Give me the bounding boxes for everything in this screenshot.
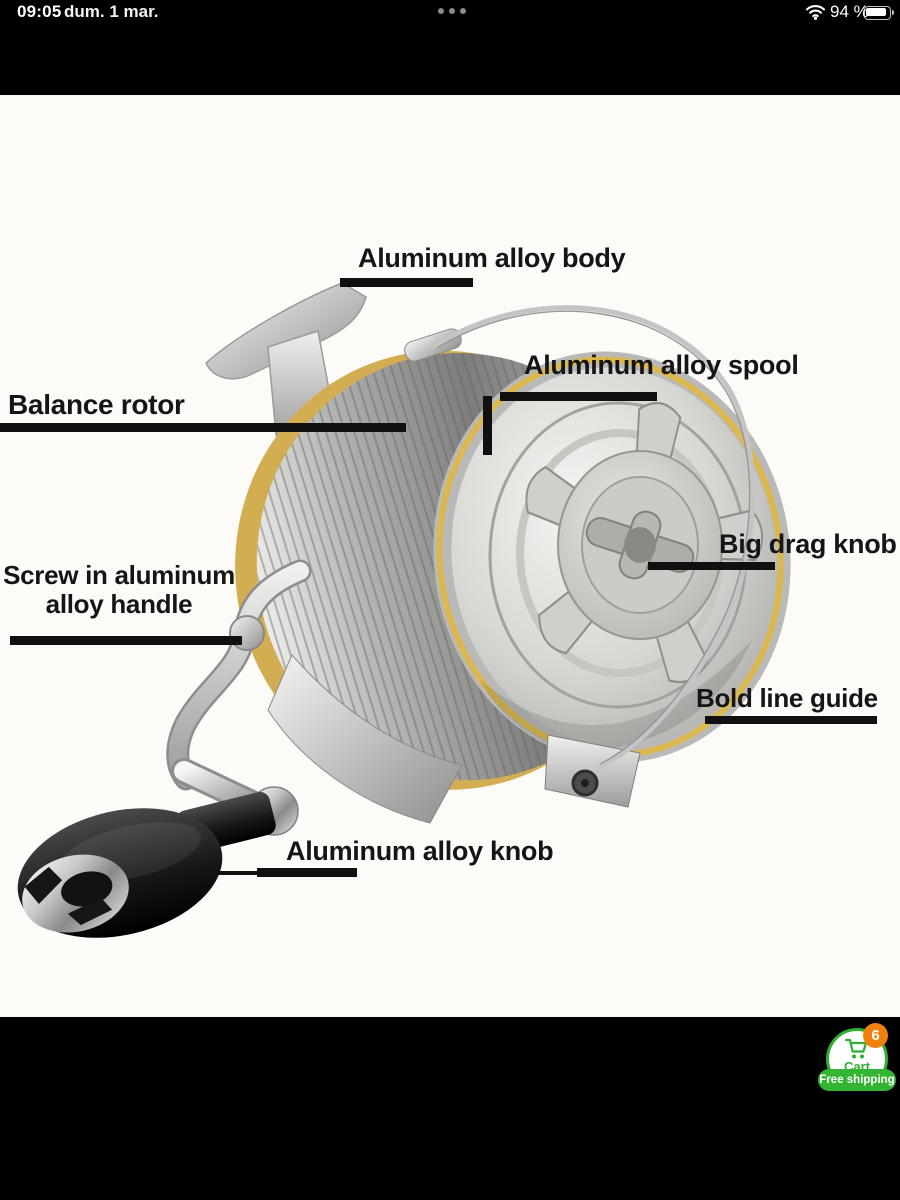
battery-percent: 94 % [830, 2, 869, 21]
leader-line-drag-knob [648, 562, 775, 570]
bail-wire [404, 305, 756, 770]
product-photo: Aluminum alloy body Aluminum alloy spool… [0, 95, 900, 1017]
leader-line-handle [10, 636, 242, 645]
cart-button[interactable]: Cart 6 Free shipping [816, 1022, 898, 1096]
label-aluminum-alloy-spool: Aluminum alloy spool [524, 350, 799, 380]
clock: 09:05 [17, 2, 62, 21]
leader-line-spool [500, 392, 657, 401]
leader-line-spool-vertical [483, 396, 492, 455]
bottom-strip [0, 1017, 900, 1200]
free-shipping-pill: Free shipping [818, 1069, 896, 1091]
ellipsis-icon[interactable] [438, 8, 466, 14]
leader-line-rotor [0, 423, 406, 432]
drag-knob [557, 450, 723, 640]
handle-knob [17, 808, 223, 938]
battery-icon [864, 6, 894, 20]
date: dum. 1 mar. [64, 2, 159, 21]
line-roller [544, 734, 641, 808]
leader-line-line-guide [705, 716, 877, 724]
reel-illustration [17, 282, 791, 938]
label-aluminum-alloy-knob: Aluminum alloy knob [286, 836, 554, 866]
label-aluminum-alloy-body: Aluminum alloy body [358, 243, 626, 273]
label-balance-rotor: Balance rotor [8, 389, 185, 420]
wifi-icon [805, 5, 826, 20]
cart-icon [844, 1038, 868, 1059]
leader-line-knob [257, 868, 357, 877]
handle [17, 559, 312, 938]
cart-badge: 6 [863, 1023, 888, 1048]
status-bar: 09:05 dum. 1 mar. 94 % [0, 0, 900, 95]
leader-line-knob-tail [218, 871, 258, 875]
label-screw-in-handle: Screw in aluminum alloy handle [3, 560, 235, 620]
leader-line-body [340, 278, 473, 287]
label-bold-line-guide: Bold line guide [696, 683, 878, 713]
label-big-drag-knob: Big drag knob [719, 529, 897, 559]
rotor-arm-lower [267, 654, 463, 824]
